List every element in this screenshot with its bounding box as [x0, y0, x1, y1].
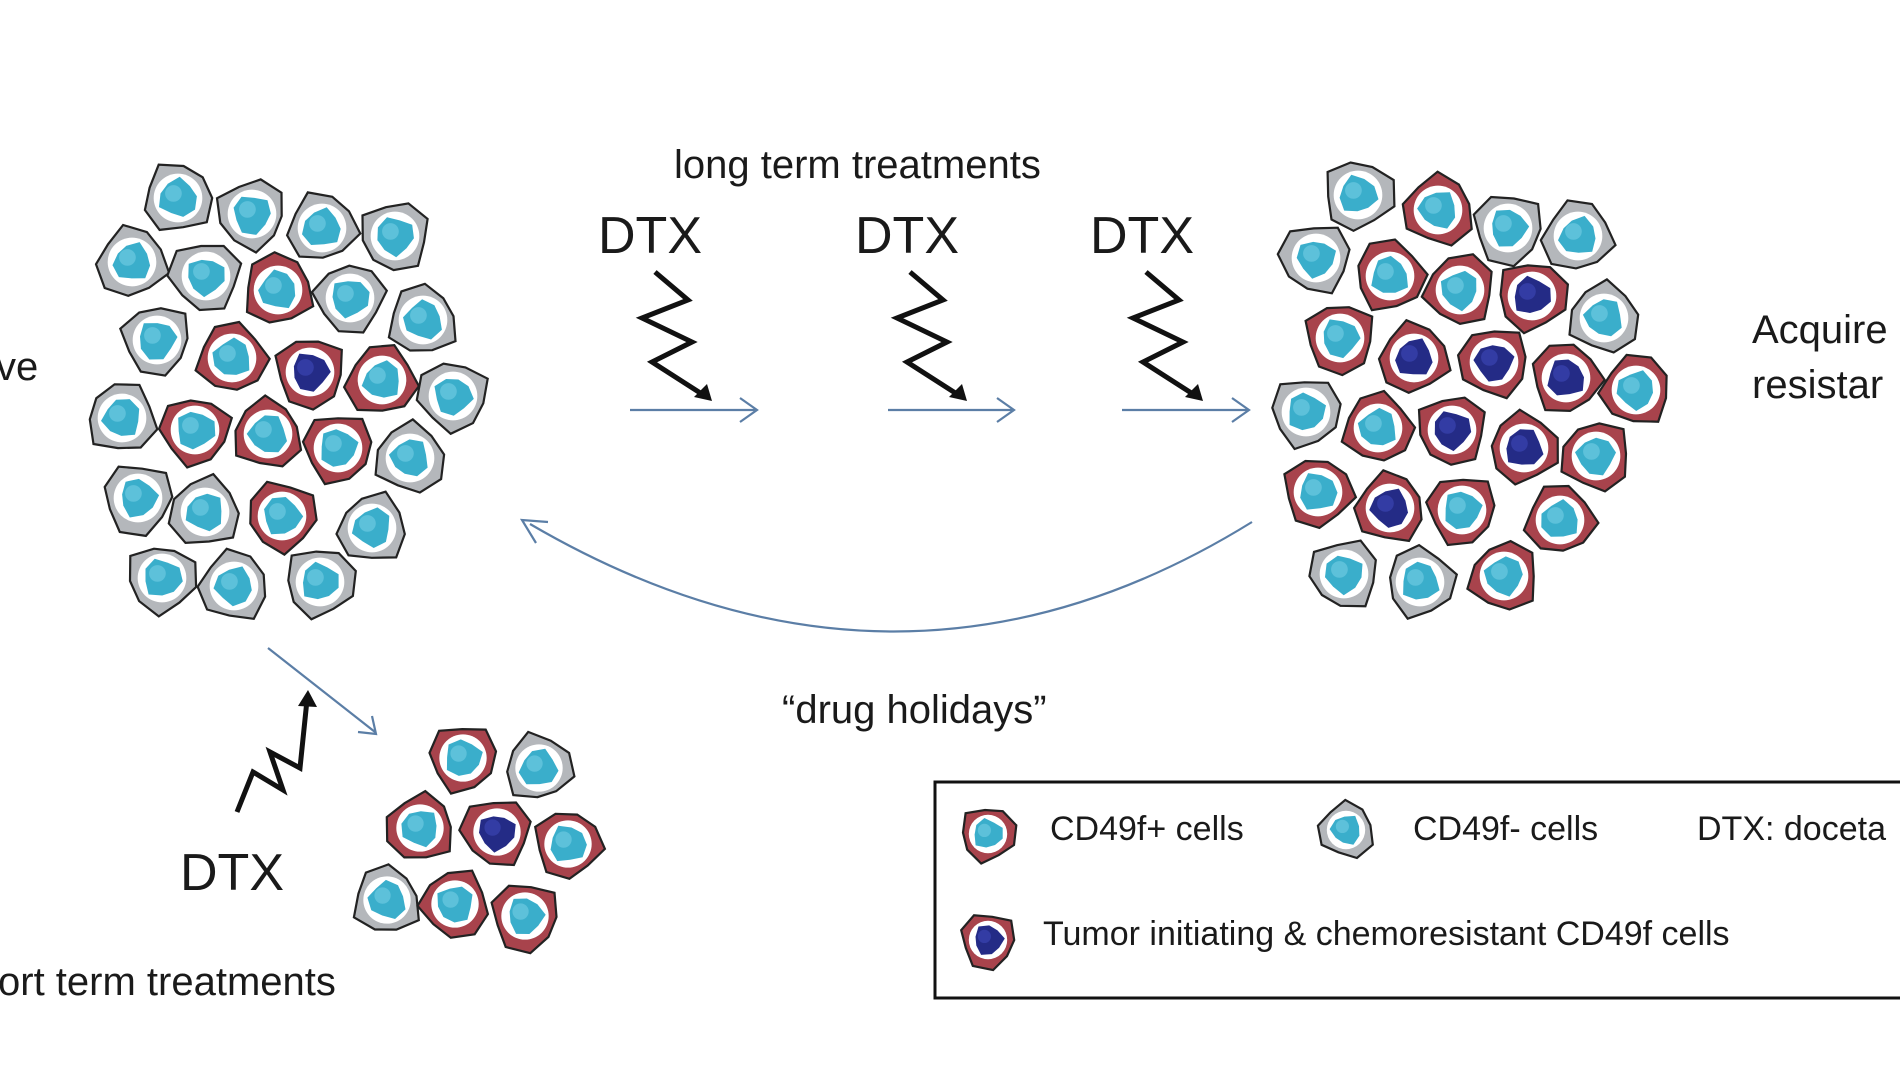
tumor-initiating-cell — [1499, 264, 1570, 335]
tumor-initiating-cell — [1490, 408, 1559, 486]
tumor-cluster-resistant — [1271, 161, 1668, 621]
cd49f-pos-cell — [1357, 238, 1429, 312]
cd49f-neg-cell — [1326, 161, 1396, 233]
cd49f-neg-cell — [118, 307, 189, 377]
cd49f-neg-cell — [415, 362, 489, 436]
cd49f-neg-cell — [1316, 798, 1374, 860]
cd49f-pos-cell — [194, 320, 272, 391]
cd49f-pos-cell — [1596, 353, 1668, 423]
bolt-arrowheads — [298, 384, 1203, 707]
acquired-label-line2: resistar — [1752, 363, 1883, 407]
bolt-icon — [1126, 270, 1198, 399]
cd49f-neg-cell — [1388, 543, 1459, 621]
cd49f-pos-cell — [245, 251, 315, 324]
cd49f-neg-cell — [287, 550, 357, 621]
cd49f-pos-cell — [490, 884, 558, 955]
cd49f-neg-cell — [352, 863, 420, 931]
cd49f-neg-cell — [506, 730, 576, 799]
tumor-initiating-cell — [1531, 343, 1607, 413]
legend-dtx-definition: DTX: doceta — [1697, 810, 1886, 848]
cd49f-neg-cell — [361, 202, 429, 272]
cd49f-pos-cell — [533, 812, 607, 881]
drug-holidays-label: “drug holidays” — [782, 688, 1047, 732]
bolt-icons — [234, 270, 1198, 813]
cd49f-neg-cell — [166, 244, 243, 312]
tumor-initiating-cell — [1352, 468, 1423, 543]
cd49f-pos-cell — [1424, 478, 1496, 547]
cd49f-pos-cell — [416, 869, 490, 939]
cd49f-pos-cell — [1466, 539, 1535, 611]
cd49f-pos-cell — [385, 789, 452, 859]
arrow-2 — [888, 397, 1016, 423]
arrow-1 — [630, 397, 759, 423]
cd49f-neg-cell — [310, 264, 389, 334]
legend-cd49f-neg: CD49f- cells — [1413, 810, 1598, 848]
cd49f-neg-cell — [374, 418, 446, 494]
dtx-label-2: DTX — [855, 207, 959, 265]
tumor-initiating-cell — [458, 801, 532, 867]
cd49f-neg-cell — [285, 191, 362, 259]
cd49f-pos-cell — [1304, 306, 1374, 377]
arrow-3 — [1122, 397, 1251, 423]
cd49f-neg-cell — [167, 472, 240, 545]
tumor-initiating-cell — [1377, 318, 1452, 395]
cd49f-pos-cell — [961, 808, 1018, 865]
dtx-label-short: DTX — [180, 844, 284, 902]
bolt-icon — [635, 270, 707, 399]
cd49f-pos-cell — [157, 399, 234, 469]
short-term-arrow — [267, 647, 378, 736]
cd49f-pos-cell — [249, 480, 318, 556]
bolt-icon — [890, 270, 962, 399]
cd49f-neg-cell — [143, 163, 214, 232]
cd49f-pos-cell — [1560, 422, 1628, 493]
cd49f-pos-cell — [234, 394, 303, 468]
cd49f-neg-cell — [215, 178, 283, 254]
legend-box — [933, 780, 1900, 1000]
cd49f-neg-cell — [387, 282, 457, 352]
tumor-initiating-cell — [1417, 396, 1486, 466]
bolt-icon — [234, 699, 310, 813]
cd49f-neg-cell — [1472, 195, 1542, 268]
legend: CD49f+ cells CD49f- cells DTX: doceta Tu… — [933, 780, 1900, 1000]
cd49f-neg-cell — [1539, 199, 1617, 270]
cd49f-neg-cell — [88, 383, 159, 450]
cd49f-pos-cell — [342, 343, 421, 412]
cd49f-neg-cell — [1276, 226, 1351, 295]
cd49f-pos-cell — [301, 417, 373, 486]
legend-tumor-initiating: Tumor initiating & chemoresistant CD49f … — [1043, 915, 1730, 953]
tumor-cluster-short-term — [352, 727, 607, 955]
tumor-initiating-cell — [1456, 330, 1527, 400]
long-term-arrows — [267, 397, 1253, 736]
cd49f-pos-cell — [1401, 170, 1473, 247]
cd49f-pos-cell — [428, 727, 498, 795]
cd49f-neg-cell — [1271, 381, 1342, 451]
tumor-initiating-cell — [959, 914, 1016, 972]
cd49f-neg-cell — [196, 547, 267, 620]
cd49f-pos-cell — [1283, 459, 1358, 530]
short-term-label: ort term treatments — [0, 960, 336, 1004]
tumor-initiating-cell — [274, 340, 343, 411]
dtx-label-1: DTX — [598, 207, 702, 265]
drug-holiday-arrow — [519, 518, 1253, 633]
cd49f-neg-cell — [103, 465, 174, 538]
tumor-cluster-naive — [88, 163, 489, 621]
legend-cd49f-pos: CD49f+ cells — [1050, 810, 1244, 848]
cd49f-neg-cell — [1568, 278, 1640, 354]
cd49f-pos-cell — [1420, 253, 1493, 325]
cd49f-neg-cell — [335, 490, 406, 559]
acquired-label-line1: Acquire — [1752, 308, 1888, 352]
cd49f-neg-cell — [1308, 539, 1377, 608]
long-term-label: long term treatments — [674, 143, 1041, 187]
cd49f-neg-cell — [94, 223, 171, 297]
naive-label-partial: ve — [0, 345, 38, 389]
dtx-label-3: DTX — [1090, 207, 1194, 265]
cd49f-pos-cell — [1340, 389, 1417, 462]
cd49f-neg-cell — [128, 547, 198, 618]
cd49f-pos-cell — [1522, 484, 1600, 552]
